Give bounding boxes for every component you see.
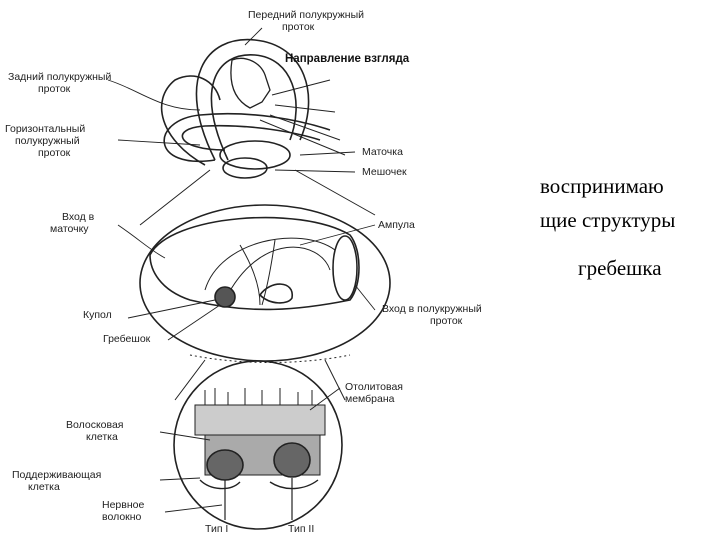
label-ampulla: Ампула [378, 219, 415, 231]
side-text-line3: гребешка [578, 256, 662, 280]
label-hair-cell-2: клетка [86, 431, 118, 443]
label-canal-entrance-1: Вход в полукружный [382, 303, 482, 315]
label-cupula: Купол [83, 309, 112, 321]
label-nerve-fiber-1: Нервное [102, 499, 144, 511]
ampulla-view [139, 204, 391, 362]
label-horizontal-canal-1: Горизонтальный [5, 123, 85, 135]
label-utricle-entrance-2: маточку [50, 223, 89, 235]
label-horizontal-canal-3: проток [38, 147, 71, 159]
label-canal-entrance-2: проток [430, 315, 463, 327]
label-nerve-fiber-2: волокно [102, 511, 142, 523]
label-type2: Тип II [288, 523, 314, 535]
label-supporting-cell-1: Поддерживающая [12, 469, 101, 481]
label-horizontal-canal-2: полукружный [15, 135, 80, 147]
label-crista: Гребешок [103, 333, 151, 345]
label-gaze-direction: Направление взгляда [285, 53, 410, 65]
label-anterior-canal-1: Передний полукружный [248, 9, 364, 21]
label-hair-cell-1: Волосковая [66, 419, 123, 431]
label-utricle: Маточка [362, 146, 403, 158]
label-supporting-cell-2: клетка [28, 481, 60, 493]
label-utricle-entrance-1: Вход в [62, 211, 95, 223]
side-text-line1: воспринимаю [540, 174, 664, 198]
label-anterior-canal-2: проток [282, 21, 315, 33]
label-posterior-canal-2: проток [38, 83, 71, 95]
side-text-line2: щие структуры [540, 208, 676, 232]
label-type1: Тип I [205, 523, 228, 535]
label-otolith-membrane-2: мембрана [345, 393, 395, 405]
label-posterior-canal-1: Задний полукружный [8, 71, 111, 83]
vestibular-diagram: Передний полукружный проток Направление … [5, 9, 482, 535]
label-saccule: Мешочек [362, 166, 407, 178]
label-otolith-membrane-1: Отолитовая [345, 381, 403, 393]
semicircular-canals [160, 38, 346, 179]
leader-lines [107, 27, 376, 513]
otolith-view [173, 360, 343, 530]
